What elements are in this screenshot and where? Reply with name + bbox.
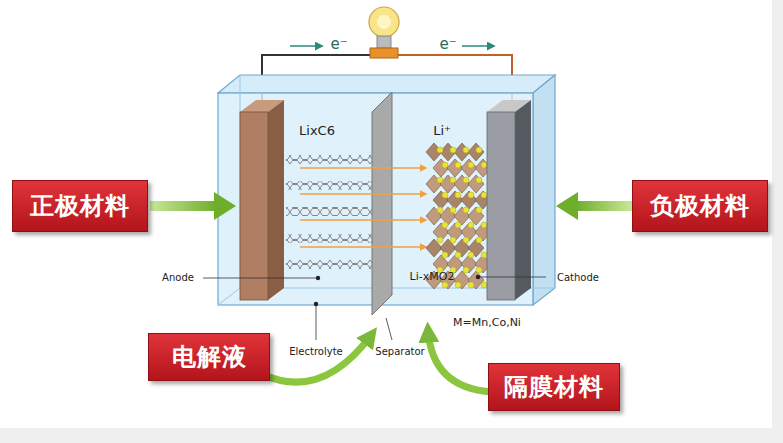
callout-box: 负极材料 xyxy=(632,180,768,232)
ion-label: Li⁺ xyxy=(433,124,451,138)
callout-arrow xyxy=(262,334,372,382)
part-name: Cathode xyxy=(557,272,599,283)
electron-label: e⁻ xyxy=(439,36,456,53)
leader-dot xyxy=(476,275,480,279)
part-name: Separator xyxy=(375,346,424,357)
cathode-plate xyxy=(487,112,515,300)
cathode-plate xyxy=(515,100,531,300)
callout-text: 电解液 xyxy=(172,341,247,373)
callout-box: 正极材料 xyxy=(12,180,148,232)
leader-dot xyxy=(314,302,318,306)
callout-arrow xyxy=(428,330,492,392)
callout-arrow xyxy=(214,192,236,220)
callout-text: 正极材料 xyxy=(30,190,130,222)
callout-text: 隔膜材料 xyxy=(504,371,604,403)
tank-edge xyxy=(218,288,240,305)
electron-label: e⁻ xyxy=(330,36,347,53)
tank-top xyxy=(218,75,555,93)
ion-arrows xyxy=(300,168,426,247)
anode-plate xyxy=(240,112,268,300)
separator-plate xyxy=(372,92,392,315)
callout-text: 负极材料 xyxy=(650,190,750,222)
bulb-glow xyxy=(377,15,391,29)
graphite-layers xyxy=(286,155,372,269)
ground-band xyxy=(0,428,783,443)
callout-box: 隔膜材料 xyxy=(488,363,620,411)
tank-side xyxy=(533,75,555,305)
cathode-crystal xyxy=(426,143,491,289)
electron-arrow xyxy=(290,45,322,47)
part-name: Anode xyxy=(162,272,194,283)
part-name: Electrolyte xyxy=(289,346,342,357)
callout-box: 电解液 xyxy=(148,333,270,381)
material-label: M=Mn,Co,Ni xyxy=(453,317,521,329)
leader-dot xyxy=(316,276,320,280)
material-label: LixC6 xyxy=(299,124,335,138)
material-label: Li-xMO2 xyxy=(410,271,455,283)
anode-plate xyxy=(268,100,284,300)
bulb xyxy=(369,7,399,37)
bulb-base xyxy=(377,36,391,48)
bulb-holder xyxy=(370,48,398,58)
callout-arrow xyxy=(576,201,632,211)
leader-lines xyxy=(203,277,546,340)
callout-arrow xyxy=(150,201,216,211)
ground-band xyxy=(772,0,783,443)
electron-arrow xyxy=(462,45,494,47)
callout-arrow xyxy=(556,192,578,220)
